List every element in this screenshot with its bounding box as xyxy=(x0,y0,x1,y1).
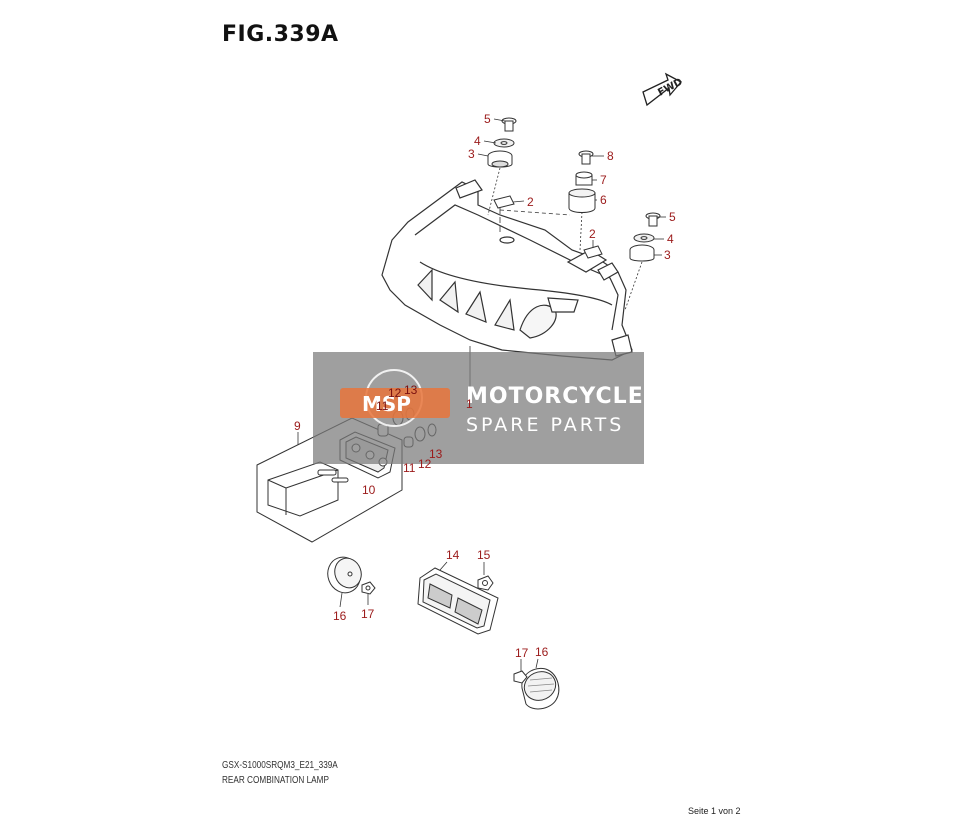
callout-12: 12 xyxy=(388,386,402,400)
callout-10: 10 xyxy=(362,483,376,497)
callout-5: 5 xyxy=(484,112,491,126)
callout-labels: 5 4 3 2 8 7 6 5 4 2 3 1 9 12 13 11 10 11… xyxy=(294,112,676,660)
part-1-housing xyxy=(381,179,633,361)
fwd-direction-marker: FWD xyxy=(642,72,685,107)
watermark: MSP MOTORCYCLE SPARE PARTS xyxy=(313,352,644,464)
diagram-name: REAR COMBINATION LAMP xyxy=(222,775,329,786)
part-15-nut xyxy=(477,575,494,591)
callout-4: 4 xyxy=(474,134,481,148)
callout-11: 11 xyxy=(376,399,389,413)
callout-2: 2 xyxy=(527,195,534,209)
callout-17: 17 xyxy=(515,646,529,660)
callout-13: 13 xyxy=(404,383,418,397)
callout-16: 16 xyxy=(333,609,347,623)
callout-12: 12 xyxy=(418,457,432,471)
callout-16: 16 xyxy=(535,645,549,659)
callout-4: 4 xyxy=(667,232,674,246)
page-indicator: Seite 1 von 2 xyxy=(688,806,741,816)
leader-lines xyxy=(297,118,666,672)
part-14-reflector xyxy=(417,567,499,635)
callout-15: 15 xyxy=(477,548,491,562)
callout-2: 2 xyxy=(589,227,596,241)
figure-title: FIG.339A xyxy=(222,22,339,47)
fastener-group-left xyxy=(487,117,517,209)
diagram-code: GSX-S1000SRQM3_E21_339A xyxy=(222,760,338,771)
callout-8: 8 xyxy=(607,149,614,163)
watermark-brand: MOTORCYCLE xyxy=(466,384,644,409)
callout-11: 11 xyxy=(403,461,416,475)
callout-3: 3 xyxy=(664,248,671,262)
callout-14: 14 xyxy=(446,548,460,562)
callout-17: 17 xyxy=(361,607,375,621)
callout-3: 3 xyxy=(468,147,475,161)
callout-9: 9 xyxy=(294,419,301,433)
part-16-lamp-left xyxy=(327,556,362,594)
part-17-nut-right xyxy=(513,670,528,684)
callout-1: 1 xyxy=(466,397,473,411)
callout-6: 6 xyxy=(600,193,607,207)
callout-13: 13 xyxy=(429,447,443,461)
callout-5: 5 xyxy=(669,210,676,224)
watermark-subtitle: SPARE PARTS xyxy=(466,414,624,436)
fastener-group-middle xyxy=(568,150,596,213)
part-16-lamp-right xyxy=(521,667,560,710)
part-17-nut-left xyxy=(361,581,376,595)
fastener-group-right xyxy=(583,212,661,262)
watermark-logo-text: MSP xyxy=(362,392,411,416)
callout-7: 7 xyxy=(600,173,607,187)
